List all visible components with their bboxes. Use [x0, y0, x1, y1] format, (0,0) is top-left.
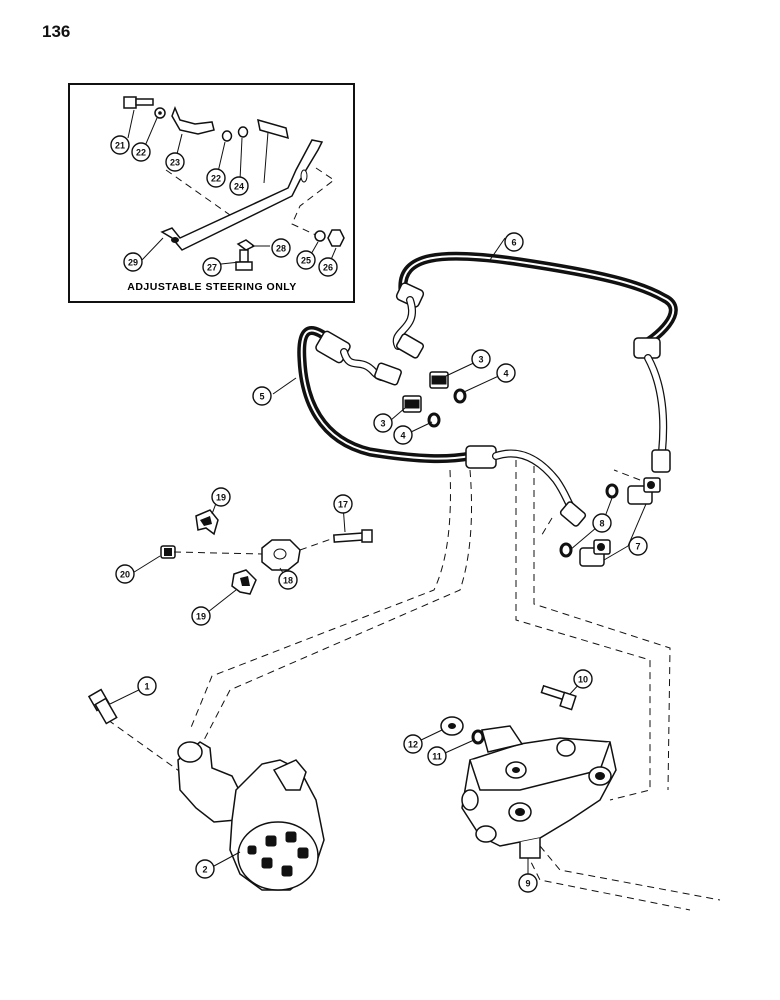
svg-text:4: 4 [400, 431, 405, 441]
svg-text:8: 8 [599, 519, 604, 529]
svg-text:22: 22 [211, 174, 221, 184]
washer-22-top [154, 107, 166, 119]
spacer-24 [257, 118, 289, 140]
hose-6 [392, 251, 678, 473]
svg-text:17: 17 [338, 500, 348, 510]
callout-27: 27 [202, 257, 222, 277]
elbow-7-upper [627, 477, 661, 505]
nut-20 [160, 545, 176, 559]
washer-11 [471, 729, 485, 745]
svg-text:6: 6 [511, 238, 516, 248]
svg-text:9: 9 [525, 879, 530, 889]
callout-3-lower: 3 [373, 413, 393, 433]
svg-text:3: 3 [478, 355, 483, 365]
callout-24: 24 [229, 176, 249, 196]
steering-pump-2 [177, 741, 325, 891]
callout-22-top: 22 [131, 142, 151, 162]
svg-text:11: 11 [432, 752, 442, 762]
page-number: 136 [42, 22, 71, 41]
svg-text:5: 5 [259, 392, 264, 402]
bolt-1 [87, 688, 118, 725]
svg-text:25: 25 [301, 256, 311, 266]
callout-1: 1 [137, 676, 157, 696]
callout-12: 12 [403, 734, 423, 754]
callout-23: 23 [165, 152, 185, 172]
callout-25: 25 [296, 250, 316, 270]
callout-7: 7 [628, 536, 648, 556]
callout-18: 18 [278, 570, 298, 590]
control-valve-9 [461, 725, 617, 859]
elbow-7-lower [579, 539, 611, 567]
svg-text:23: 23 [170, 158, 180, 168]
callout-2: 2 [195, 859, 215, 879]
callout-5: 5 [252, 386, 272, 406]
callout-17: 17 [333, 494, 353, 514]
svg-text:7: 7 [635, 542, 640, 552]
callout-10: 10 [573, 669, 593, 689]
svg-text:12: 12 [408, 740, 418, 750]
callout-4-upper: 4 [496, 363, 516, 383]
svg-text:29: 29 [128, 258, 138, 268]
nut-12 [440, 716, 464, 736]
washer-25 [314, 230, 326, 242]
svg-text:28: 28 [276, 244, 286, 254]
svg-text:10: 10 [578, 675, 588, 685]
svg-text:3: 3 [380, 419, 385, 429]
svg-text:18: 18 [283, 576, 293, 586]
bolt-27 [235, 249, 253, 271]
hose-5 [297, 326, 587, 527]
callout-3-upper: 3 [471, 349, 491, 369]
callout-26: 26 [318, 257, 338, 277]
svg-text:1: 1 [144, 682, 149, 692]
svg-text:21: 21 [115, 141, 125, 151]
svg-text:22: 22 [136, 148, 146, 158]
bolt-10 [540, 684, 577, 711]
bolt-21 [123, 96, 154, 109]
adapter-3-lower [402, 395, 422, 413]
svg-text:24: 24 [234, 182, 244, 192]
washers-22-pair [221, 126, 249, 142]
bolt-17 [333, 529, 373, 543]
callout-28: 28 [271, 238, 291, 258]
nut-26 [327, 229, 345, 247]
svg-text:26: 26 [323, 263, 333, 273]
svg-text:27: 27 [207, 263, 217, 273]
callout-19-lower: 19 [191, 606, 211, 626]
callout-21: 21 [110, 135, 130, 155]
svg-text:4: 4 [503, 369, 508, 379]
callout-11: 11 [427, 746, 447, 766]
o-ring-4-lower [427, 412, 441, 428]
callout-4-lower: 4 [393, 425, 413, 445]
adapter-3-upper [429, 371, 449, 389]
svg-text:2: 2 [202, 865, 207, 875]
callout-20: 20 [115, 564, 135, 584]
o-ring-8-lower [559, 542, 573, 558]
callout-22-pair: 22 [206, 168, 226, 188]
inset-caption: ADJUSTABLE STEERING ONLY [127, 281, 297, 293]
callout-9: 9 [518, 873, 538, 893]
svg-text:19: 19 [196, 612, 206, 622]
o-ring-8-upper [605, 483, 619, 499]
svg-text:19: 19 [216, 493, 226, 503]
bracket-23 [171, 105, 215, 135]
callout-29: 29 [123, 252, 143, 272]
callout-6: 6 [504, 232, 524, 252]
callout-8: 8 [592, 513, 612, 533]
o-ring-4-upper [453, 388, 467, 404]
svg-text:20: 20 [120, 570, 130, 580]
callout-19-upper: 19 [211, 487, 231, 507]
